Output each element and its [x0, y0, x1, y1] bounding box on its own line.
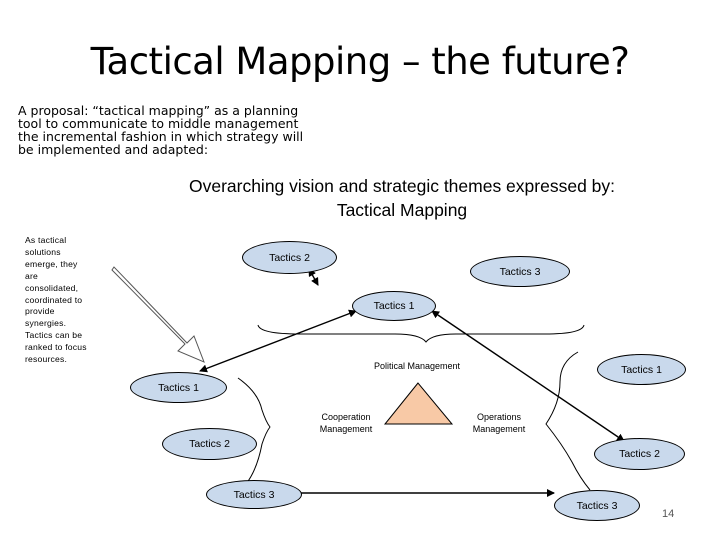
node-left-tactics-1: Tactics 1 [130, 372, 227, 403]
node-right-tactics-3: Tactics 3 [554, 490, 640, 521]
top-brace [257, 324, 585, 343]
node-left-tactics-3: Tactics 3 [206, 480, 302, 509]
left-brace [237, 377, 271, 485]
diagram-heading: Overarching vision and strategic themes … [142, 174, 662, 222]
arrow-center-to-right [431, 310, 625, 442]
node-top-tactics-1: Tactics 1 [352, 291, 436, 321]
slide-title: Tactical Mapping – the future? [90, 40, 630, 83]
node-right-tactics-1: Tactics 1 [597, 354, 686, 385]
diagram-heading-line1: Overarching vision and strategic themes … [188, 176, 616, 196]
node-top-tactics-3: Tactics 3 [470, 256, 570, 287]
node-right-tactics-2: Tactics 2 [594, 438, 685, 470]
management-triangle [383, 382, 454, 425]
page-number: 14 [662, 508, 675, 520]
right-brace [545, 351, 591, 491]
label-political-management: Political Management [373, 361, 461, 371]
arrow-left-to-center [199, 309, 357, 373]
intro-text: A proposal: “tactical mapping” as a plan… [18, 103, 304, 157]
label-operations-management: Operations Management [472, 412, 526, 434]
node-top-tactics-2: Tactics 2 [242, 241, 337, 274]
node-left-tactics-2: Tactics 2 [162, 428, 257, 460]
diagram-heading-line2: Tactical Mapping [336, 200, 468, 220]
hollow-arrow [111, 266, 205, 363]
label-cooperation-management: Cooperation Management [319, 412, 373, 434]
side-note: As tactical solutions emerge, they are c… [25, 235, 87, 365]
